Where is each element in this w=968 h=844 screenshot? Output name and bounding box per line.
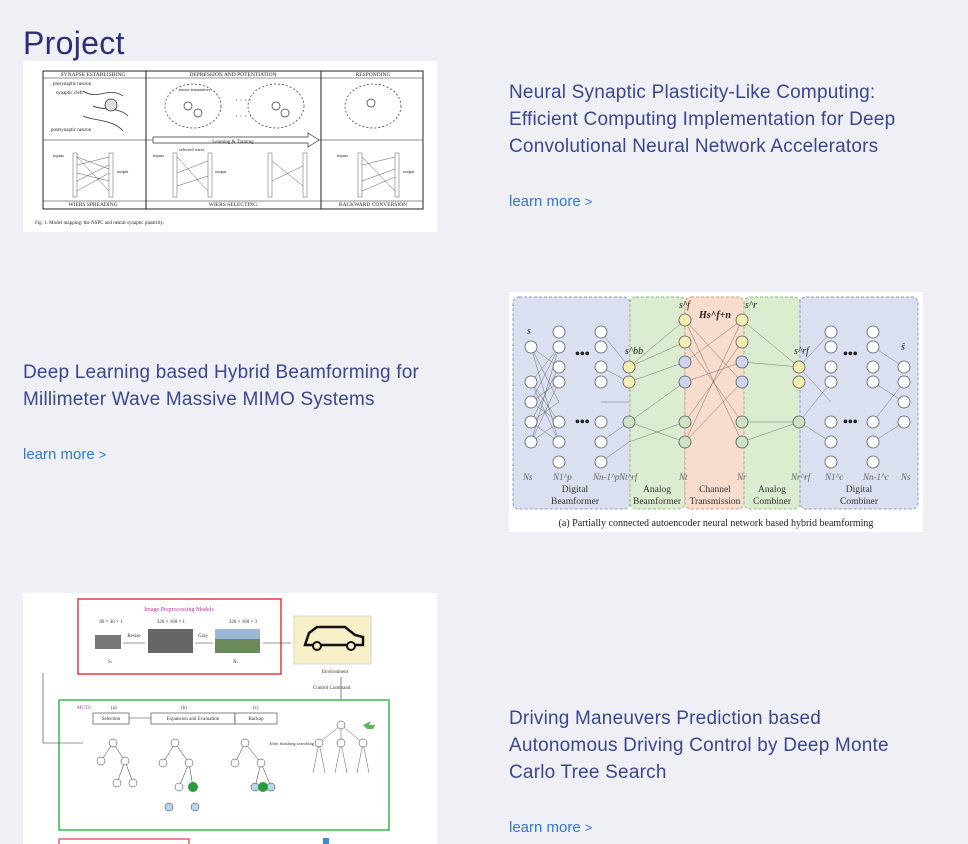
beam-bottom-label: Nr xyxy=(736,472,747,482)
section-label: Analog xyxy=(758,485,786,495)
synaptic-plasticity-diagram: SYNAPSE ESTABLISHING DEPRESSION AND POTE… xyxy=(35,70,424,226)
section-label: Combiner xyxy=(753,497,792,507)
project-1-title[interactable]: Neural Synaptic Plasticity-Like Computin… xyxy=(509,82,896,157)
neuron-label: synaptic cleft xyxy=(56,91,83,96)
plane-icon xyxy=(363,721,375,729)
beam-bottom-label: N1^p xyxy=(552,472,572,482)
beam-bottom-label: Nt^rf xyxy=(618,472,639,482)
project-2-figure[interactable]: ••• ••• ••• ••• s s^bb s^f Hs^f+n s^r s^rf… xyxy=(509,292,923,532)
car-icon xyxy=(303,625,365,651)
mcts-label: MCTS xyxy=(77,706,91,711)
project-3-learn-more-link[interactable]: learn more> xyxy=(509,819,592,836)
beam-top-label: s xyxy=(527,326,531,337)
beam-bottom-label: Nn-1^c xyxy=(862,472,889,482)
step-mark: (b) xyxy=(181,706,187,711)
arrow-right-icon: > xyxy=(584,194,593,209)
learn-more-label: learn more xyxy=(509,193,581,210)
svg-text:· · · ·: · · · · xyxy=(235,96,252,105)
arrow-label: Learning & Training xyxy=(212,140,254,145)
inputs-label: inputs xyxy=(53,153,64,158)
beam-bottom-label: Nt xyxy=(678,472,688,482)
bottom-label: BACKWARD CONVERSION xyxy=(339,202,407,208)
neuron-label: postsynaptic neuron xyxy=(51,128,92,133)
svg-text:•••: ••• xyxy=(575,347,590,362)
arrow-right-icon: > xyxy=(98,447,107,462)
size-label: 320 × 160 × 3 xyxy=(229,620,258,625)
beam-top-label: Hs^f+n xyxy=(698,310,731,321)
beam-bottom-label: Ns xyxy=(900,472,911,482)
panel-label: SYNAPSE ESTABLISHING xyxy=(61,72,126,78)
page-title: Project xyxy=(23,25,125,62)
beam-top-label: s^f xyxy=(679,300,691,311)
output-label: output xyxy=(117,169,129,174)
inputs-label: inputs xyxy=(337,153,348,158)
step-label: Expansion and Evaluation xyxy=(167,717,220,722)
beam-top-label: s^r xyxy=(745,300,757,311)
step-mark: (c) xyxy=(253,706,259,711)
svg-text:•••: ••• xyxy=(843,415,858,430)
project-2-title[interactable]: Deep Learning based Hybrid Beamforming f… xyxy=(23,362,419,410)
beam-top-label: ŝ xyxy=(901,342,905,353)
beam-top-label: s^bb xyxy=(625,346,643,357)
project-3-title[interactable]: Driving Maneuvers Prediction based Auton… xyxy=(509,708,889,783)
op-label: Gray xyxy=(198,634,208,639)
beam-bottom-label: Nn-1^p xyxy=(592,472,620,482)
project-1-figure[interactable]: SYNAPSE ESTABLISHING DEPRESSION AND POTE… xyxy=(23,61,437,232)
section-label: Transmission xyxy=(690,497,741,507)
figure-caption: Fig. 1. Model mapping: the NSPC and neur… xyxy=(35,221,164,226)
learn-more-label: learn more xyxy=(509,819,581,836)
inputs-label: inputs xyxy=(153,153,164,158)
svg-text:St: St xyxy=(108,660,112,665)
beam-bottom-label: Ns xyxy=(522,472,533,482)
size-label: 320 × 160 × 1 xyxy=(157,620,186,625)
learn-more-label: learn more xyxy=(23,446,95,463)
svg-text:Xt: Xt xyxy=(233,660,238,665)
svg-text:•••: ••• xyxy=(575,415,590,430)
section-label: Beamformer xyxy=(633,496,682,507)
project-2-learn-more-link[interactable]: learn more> xyxy=(23,446,106,463)
selected-label: selected wires xyxy=(179,147,205,152)
section-label: Analog xyxy=(643,485,671,495)
output-label: output xyxy=(403,169,415,174)
neuron-label: presynaptic neuron xyxy=(53,82,92,87)
section-label: Channel xyxy=(699,485,731,495)
panel-label: RESPONDING xyxy=(356,72,391,78)
size-label: 80 × 40 × 1 xyxy=(99,620,123,625)
mcts-driving-diagram: Image Preprocessing Models 80 × 40 × 1 3… xyxy=(42,598,390,844)
svg-text:•••: ••• xyxy=(843,347,858,362)
beam-bottom-label: Nr^rf xyxy=(790,472,812,482)
step-label: Backup xyxy=(248,717,264,722)
beamforming-network-diagram: ••• ••• ••• ••• s s^bb s^f Hs^f+n s^r s^rf… xyxy=(512,296,919,529)
project-1-learn-more-link[interactable]: learn more> xyxy=(509,193,592,210)
control-label: Control Command xyxy=(313,686,351,691)
step-label: Selection xyxy=(102,717,121,722)
preprocess-title: Image Preprocessing Models xyxy=(144,607,214,613)
section-label: Digital xyxy=(846,485,873,495)
section-label: Digital xyxy=(562,485,589,495)
step-mark: (a) xyxy=(111,706,117,711)
op-label: Resize xyxy=(127,634,141,639)
section-label: Beamformer xyxy=(551,496,600,507)
project-3-figure[interactable]: Image Preprocessing Models 80 × 40 × 1 3… xyxy=(23,593,437,844)
neuron-label: neuro-transmitter xyxy=(179,87,211,92)
bottom-label: WIERS SELECTING xyxy=(209,202,257,208)
arrow-right-icon: > xyxy=(584,820,593,835)
after-label: After finishing searching xyxy=(269,741,315,746)
bottom-label: WIERS SPREADING xyxy=(68,202,117,208)
panel-label: DEPRESSION AND POTENTIATION xyxy=(189,72,276,78)
beam-bottom-label: N1^c xyxy=(824,472,843,482)
env-label: Environment xyxy=(322,670,349,675)
figure-caption: (a) Partially connected autoencoder neur… xyxy=(559,518,874,529)
svg-text:· · · ·: · · · · xyxy=(235,112,252,121)
beam-top-label: s^rf xyxy=(794,346,810,357)
output-label: output xyxy=(215,169,227,174)
section-label: Combiner xyxy=(840,497,879,507)
